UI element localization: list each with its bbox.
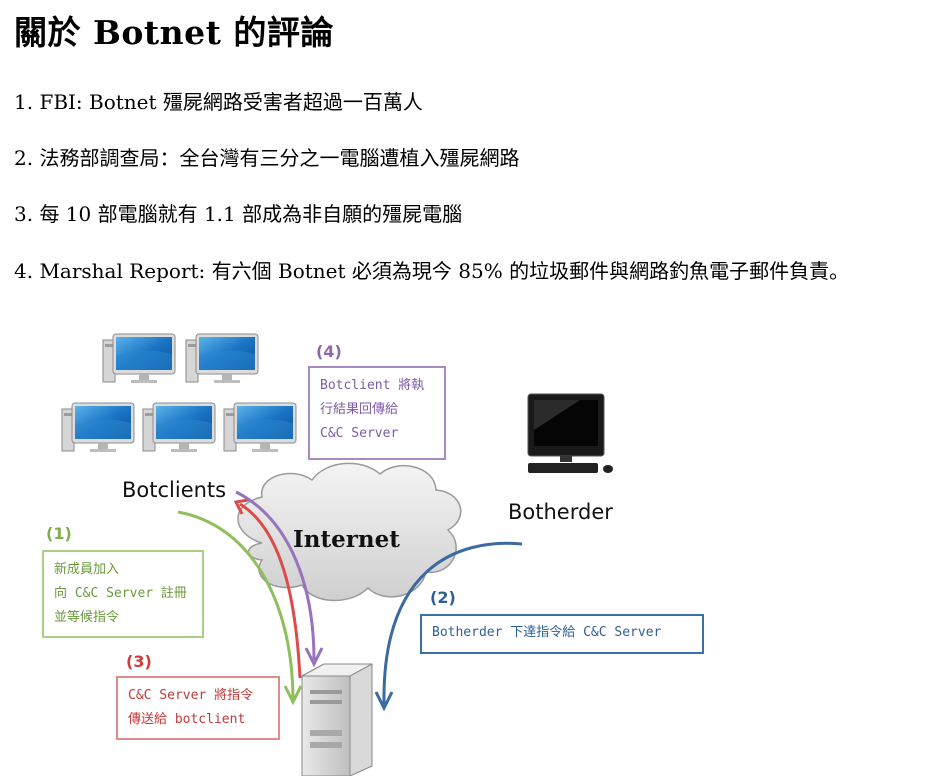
step4-line-1: Botclient 將執 [320,378,425,393]
step3-box: C&C Server 將指令 傳送給 botclient [116,676,280,740]
internet-cloud [237,462,462,602]
statement-investigation-bureau: 2. 法務部調查局：全台灣有三分之一電腦遭植入殭屍網路 [14,146,520,170]
internet-label: Internet [293,526,400,553]
step4-tag: (4) [316,342,342,361]
page-title: 關於 Botnet 的評論 [14,13,334,52]
statement-fbi: 1. FBI: Botnet 殭屍網路受害者超過一百萬人 [14,90,423,114]
step1-line-3: 並等候指令 [54,610,120,625]
step2-tag: (2) [430,588,456,607]
step3-line-1: C&C Server 將指令 [128,688,254,703]
botclient-computers [61,333,297,453]
botherder-label: Botherder [508,500,613,524]
botherder-computer [527,393,613,473]
step3-arrow [239,502,302,679]
step2-box: Botherder 下達指令給 C&C Server [420,614,704,654]
step1-box: 新成員加入 向 C&C Server 註冊 並等候指令 [42,550,204,638]
step2-arrow [382,541,523,705]
statement-ratio: 3. 每 10 部電腦就有 1.1 部成為非自願的殭屍電腦 [14,202,463,226]
botclients-label: Botclients [122,478,227,502]
step4-line-3: C&C Server [320,426,399,441]
step4-line-2: 行結果回傳給 [320,402,399,417]
step1-line-1: 新成員加入 [54,562,120,577]
step2-line-1: Botherder 下達指令給 C&C Server [432,625,662,640]
step4-box: Botclient 將執 行結果回傳給 C&C Server [308,366,446,460]
step4-arrow [235,490,316,661]
step1-line-2: 向 C&C Server 註冊 [54,586,187,601]
cc-server [301,663,373,776]
step1-tag: (1) [46,524,72,543]
step1-arrow [177,510,295,699]
step3-line-2: 傳送給 botclient [128,712,246,727]
statement-marshal-report: 4. Marshal Report: 有六個 Botnet 必須為現今 85% … [14,259,850,283]
step3-tag: (3) [126,652,152,671]
